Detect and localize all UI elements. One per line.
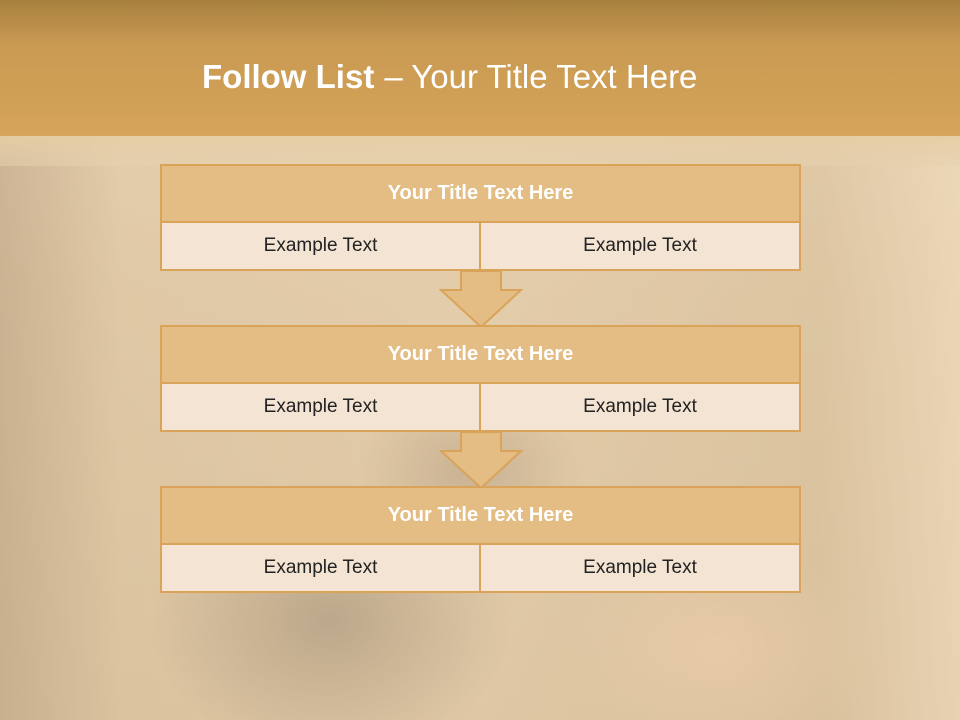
block-cell-left: Example Text [160,221,481,271]
block-title: Your Title Text Here [160,325,801,384]
down-arrow-icon [439,431,523,489]
block-cell-right: Example Text [479,221,801,271]
block-title: Your Title Text Here [160,486,801,545]
slide-title-rest: – Your Title Text Here [384,58,698,95]
block-cell-right: Example Text [479,543,801,593]
header-strip [0,136,960,166]
down-arrow-icon [439,270,523,328]
header-bar [0,0,960,136]
block-cell-left: Example Text [160,543,481,593]
slide-title: Follow List– Your Title Text Here [202,55,697,99]
block-cell-right: Example Text [479,382,801,432]
block-title: Your Title Text Here [160,164,801,223]
slide-title-bold: Follow List [202,58,375,95]
block-cell-left: Example Text [160,382,481,432]
